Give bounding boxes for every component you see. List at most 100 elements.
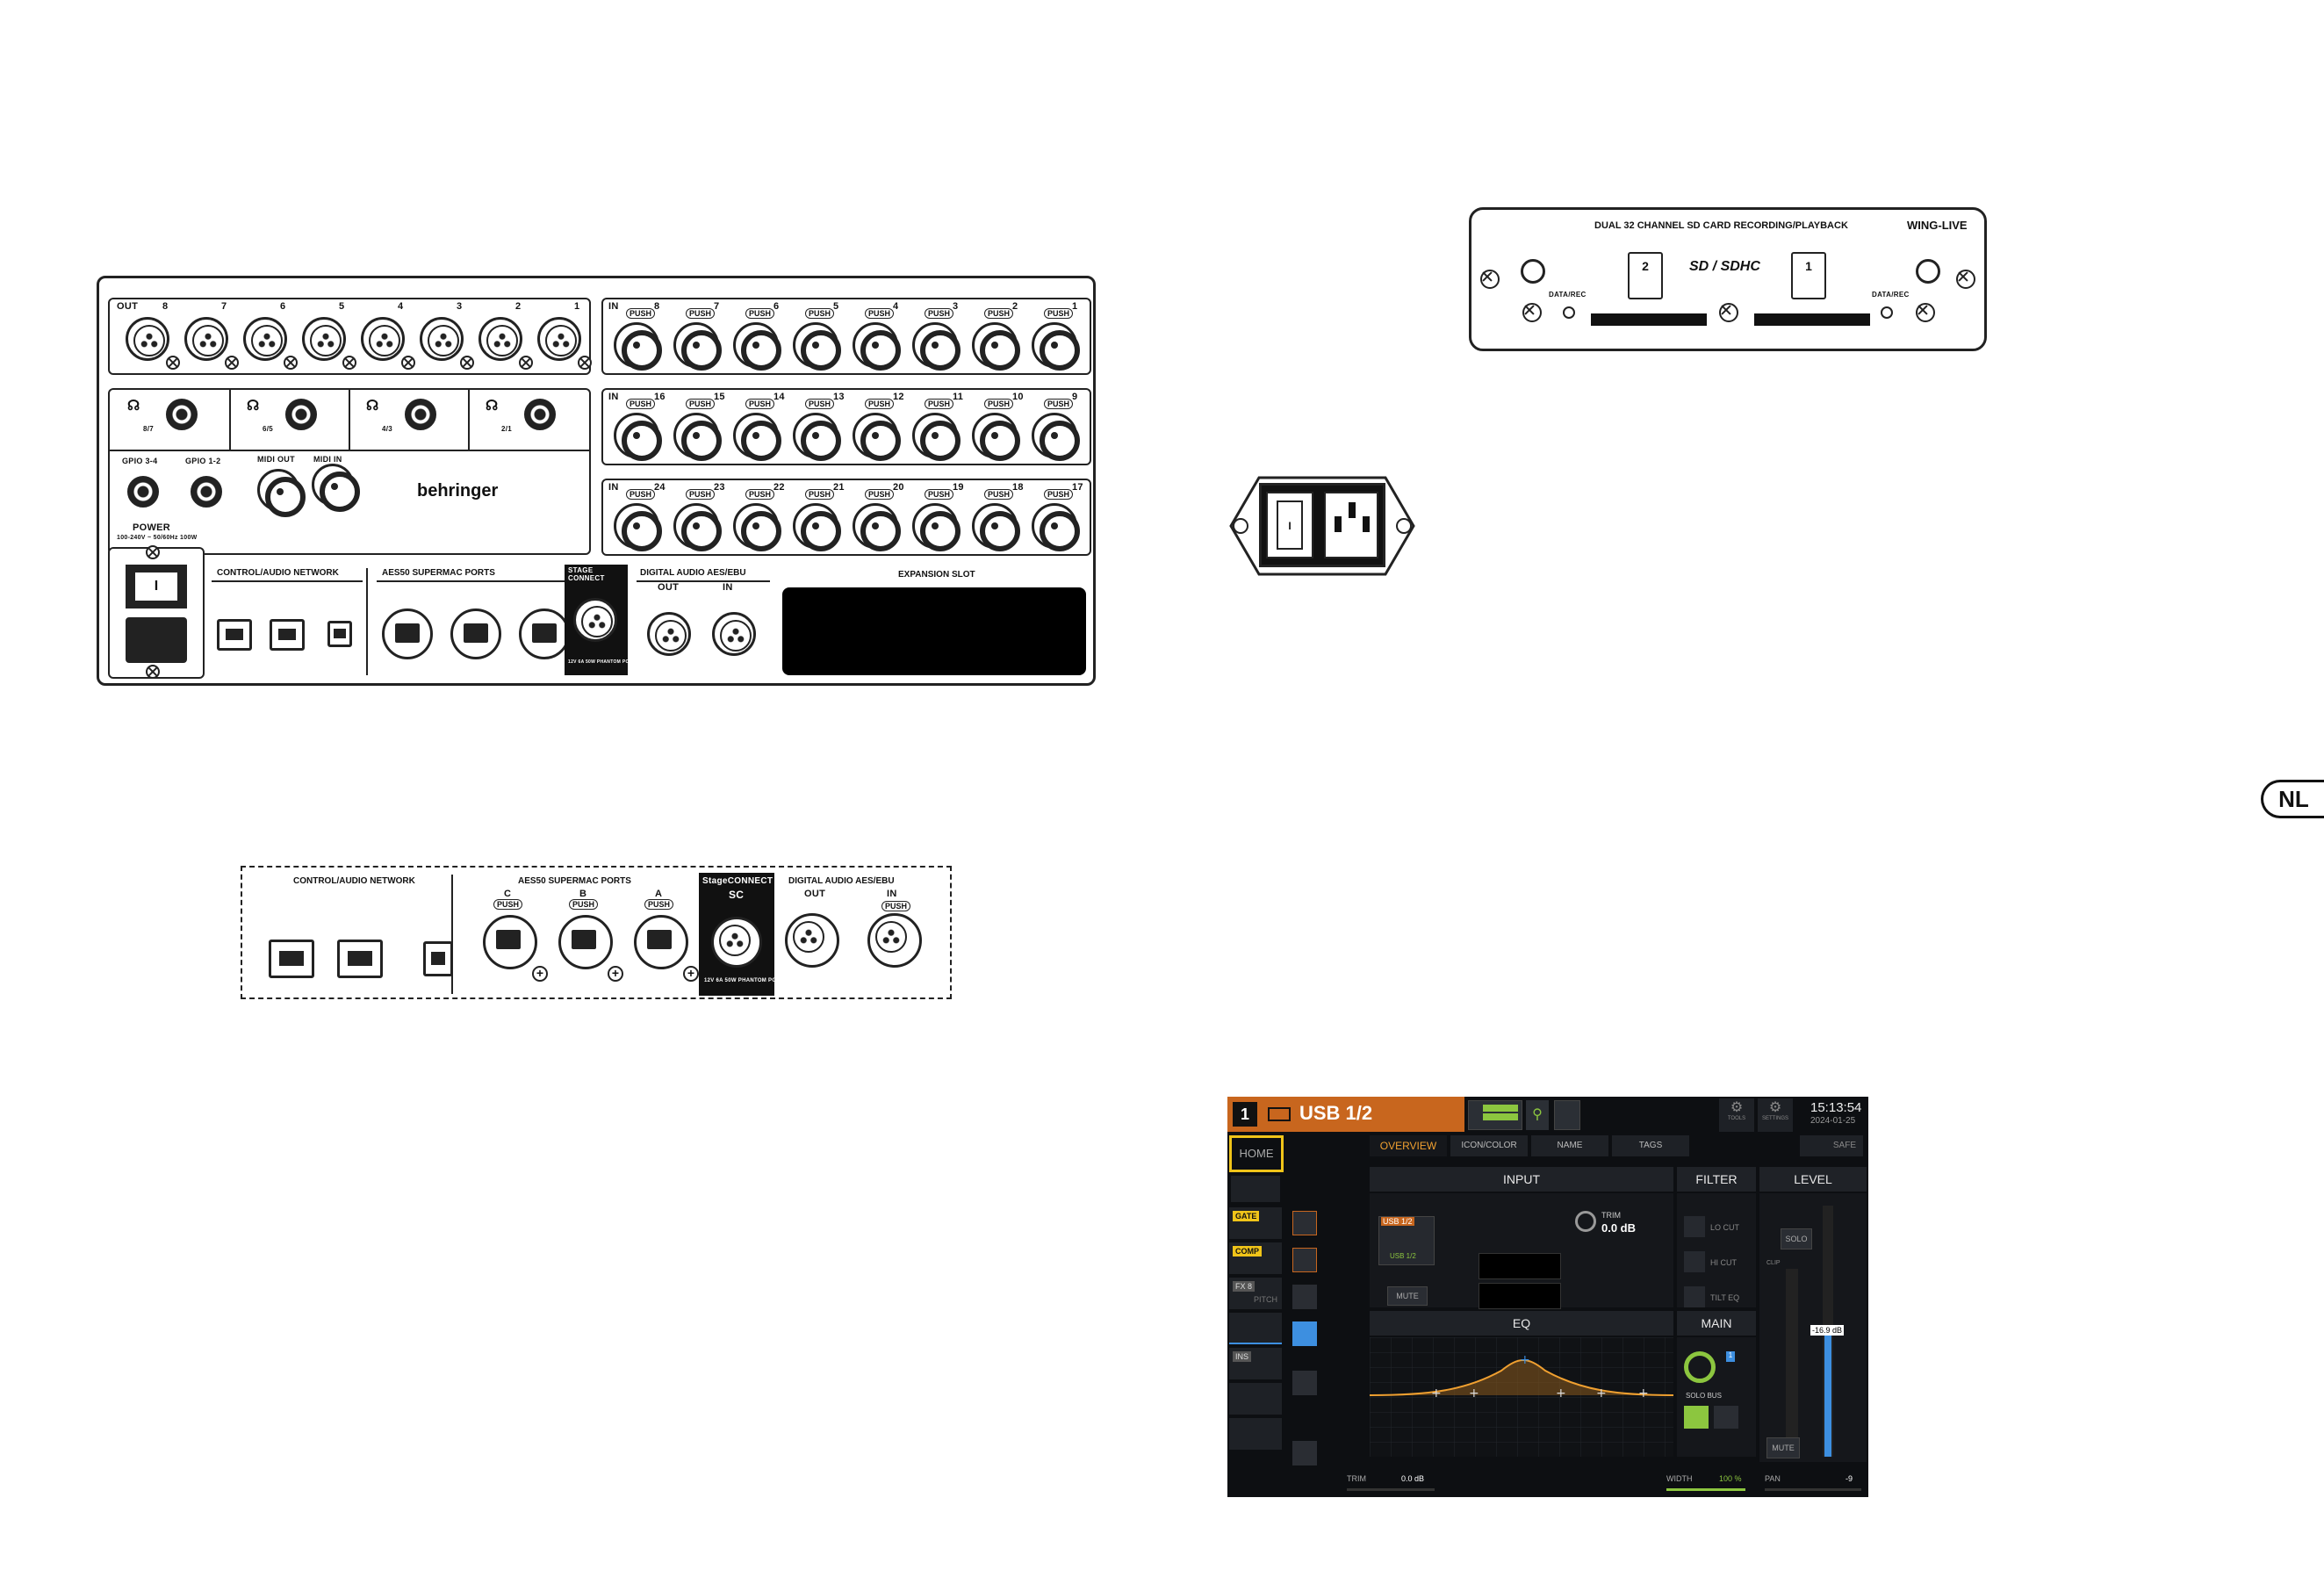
combo-input-23[interactable] bbox=[673, 503, 722, 551]
eq-graph[interactable]: + + + + + + bbox=[1369, 1337, 1674, 1457]
insert-icon[interactable] bbox=[1292, 1371, 1317, 1395]
detail-network-port-2[interactable] bbox=[337, 940, 383, 978]
combo-input-11[interactable] bbox=[912, 413, 961, 461]
power-switch[interactable]: I bbox=[1266, 492, 1313, 558]
combo-input-6[interactable] bbox=[733, 322, 781, 371]
iec-socket[interactable] bbox=[1324, 492, 1378, 558]
detail-usb-port[interactable] bbox=[423, 941, 453, 976]
detail-stage-connect-port[interactable] bbox=[711, 917, 762, 968]
tab-tags[interactable]: TAGS bbox=[1612, 1135, 1689, 1156]
combo-input-5[interactable] bbox=[793, 322, 841, 371]
phones-jack-2-1[interactable] bbox=[524, 399, 556, 430]
gpio-3-4-jack[interactable] bbox=[127, 476, 159, 508]
detail-aes50-port-a[interactable] bbox=[634, 915, 688, 969]
aes50-port-c[interactable] bbox=[382, 608, 433, 659]
network-port-2[interactable] bbox=[270, 619, 305, 651]
combo-input-7[interactable] bbox=[673, 322, 722, 371]
comp-module[interactable]: COMP bbox=[1229, 1242, 1282, 1274]
gpio-1-2-jack[interactable] bbox=[191, 476, 222, 508]
combo-input-24[interactable] bbox=[614, 503, 662, 551]
combo-input-21[interactable] bbox=[793, 503, 841, 551]
source-button[interactable]: USB 1/2 USB 1/2 bbox=[1378, 1216, 1435, 1265]
solo-bus-button[interactable] bbox=[1714, 1406, 1738, 1429]
combo-input-15[interactable] bbox=[673, 413, 722, 461]
combo-input-22[interactable] bbox=[733, 503, 781, 551]
xlr-output-5[interactable] bbox=[302, 317, 346, 361]
combo-input-8[interactable] bbox=[614, 322, 662, 371]
aes-in-port[interactable] bbox=[712, 612, 756, 656]
combo-input-4[interactable] bbox=[853, 322, 901, 371]
lo-cut-icon[interactable] bbox=[1292, 1211, 1317, 1235]
midi-in-port[interactable] bbox=[312, 464, 360, 512]
combo-input-2[interactable] bbox=[972, 322, 1020, 371]
stage-connect-port[interactable] bbox=[573, 598, 617, 642]
power-switch[interactable]: I bbox=[126, 565, 187, 608]
phones-jack-4-3[interactable] bbox=[405, 399, 436, 430]
hi-cut-icon[interactable] bbox=[1292, 1248, 1317, 1272]
sd-slot-2[interactable] bbox=[1591, 313, 1707, 326]
midi-out-port[interactable] bbox=[257, 469, 306, 517]
xlr-output-2[interactable] bbox=[478, 317, 522, 361]
input-header[interactable]: INPUT bbox=[1370, 1167, 1673, 1192]
level-header[interactable]: LEVEL bbox=[1759, 1167, 1867, 1192]
main-send-knob[interactable] bbox=[1684, 1351, 1716, 1383]
lo-cut-toggle[interactable] bbox=[1684, 1216, 1705, 1237]
xlr-output-4[interactable] bbox=[361, 317, 405, 361]
combo-input-12[interactable] bbox=[853, 413, 901, 461]
combo-input-20[interactable] bbox=[853, 503, 901, 551]
eq-thumb[interactable] bbox=[1229, 1313, 1282, 1344]
combo-input-19[interactable] bbox=[912, 503, 961, 551]
xlr-output-3[interactable] bbox=[420, 317, 464, 361]
channel-header[interactable] bbox=[1227, 1097, 1464, 1132]
detail-aes50-port-c[interactable] bbox=[483, 915, 537, 969]
combo-input-3[interactable] bbox=[912, 322, 961, 371]
xlr-output-7[interactable] bbox=[184, 317, 228, 361]
home-button[interactable]: HOME bbox=[1229, 1135, 1284, 1172]
detail-aes-out-port[interactable] bbox=[785, 913, 839, 968]
gate-module[interactable]: GATE bbox=[1229, 1207, 1282, 1239]
tab-icon-color[interactable]: ICON/COLOR bbox=[1450, 1135, 1528, 1156]
combo-input-18[interactable] bbox=[972, 503, 1020, 551]
sd-slot-1[interactable] bbox=[1754, 313, 1870, 326]
iec-inlet[interactable] bbox=[126, 617, 187, 663]
hi-cut-toggle[interactable] bbox=[1684, 1251, 1705, 1272]
network-port-1[interactable] bbox=[217, 619, 252, 651]
eq-icon[interactable] bbox=[1292, 1321, 1317, 1346]
eq-header[interactable]: EQ bbox=[1370, 1311, 1673, 1336]
aes50-port-a[interactable] bbox=[519, 608, 570, 659]
solo-button[interactable]: SOLO bbox=[1781, 1228, 1812, 1249]
combo-input-10[interactable] bbox=[972, 413, 1020, 461]
footer-width-slider[interactable] bbox=[1666, 1488, 1745, 1491]
main-thumb[interactable] bbox=[1229, 1383, 1282, 1415]
aes50-port-b[interactable] bbox=[450, 608, 501, 659]
phones-jack-6-5[interactable] bbox=[285, 399, 317, 430]
combo-input-1[interactable] bbox=[1032, 322, 1080, 371]
xlr-output-1[interactable] bbox=[537, 317, 581, 361]
tools-button[interactable]: ⚙TOOLS bbox=[1719, 1098, 1754, 1132]
settings-button[interactable]: ⚙SETTINGS bbox=[1758, 1098, 1793, 1132]
filter-header[interactable]: FILTER bbox=[1677, 1167, 1756, 1192]
detail-aes50-port-b[interactable] bbox=[558, 915, 613, 969]
trim-knob-icon[interactable] bbox=[1575, 1211, 1596, 1232]
dynamics-icon[interactable] bbox=[1292, 1285, 1317, 1309]
tab-name[interactable]: NAME bbox=[1531, 1135, 1608, 1156]
expansion-slot[interactable] bbox=[782, 587, 1086, 675]
tilt-eq-toggle[interactable] bbox=[1684, 1286, 1705, 1307]
wrench-icon[interactable] bbox=[1292, 1441, 1317, 1465]
xlr-output-8[interactable] bbox=[126, 317, 169, 361]
headphones-button[interactable] bbox=[1684, 1406, 1709, 1429]
safe-button[interactable]: SAFE bbox=[1800, 1135, 1863, 1156]
detail-aes-in-port[interactable] bbox=[867, 913, 922, 968]
combo-input-9[interactable] bbox=[1032, 413, 1080, 461]
ins-module[interactable]: INS bbox=[1229, 1348, 1282, 1379]
tab-overview[interactable]: OVERVIEW bbox=[1370, 1135, 1447, 1156]
xlr-output-6[interactable] bbox=[243, 317, 287, 361]
fader-thumb[interactable] bbox=[1229, 1418, 1282, 1450]
phones-jack-8-7[interactable] bbox=[166, 399, 198, 430]
usb-port[interactable] bbox=[327, 621, 352, 647]
combo-input-17[interactable] bbox=[1032, 503, 1080, 551]
footer-trim-slider[interactable] bbox=[1347, 1488, 1435, 1491]
footer-pan-slider[interactable] bbox=[1765, 1488, 1861, 1491]
mute-button[interactable]: MUTE bbox=[1766, 1437, 1800, 1458]
